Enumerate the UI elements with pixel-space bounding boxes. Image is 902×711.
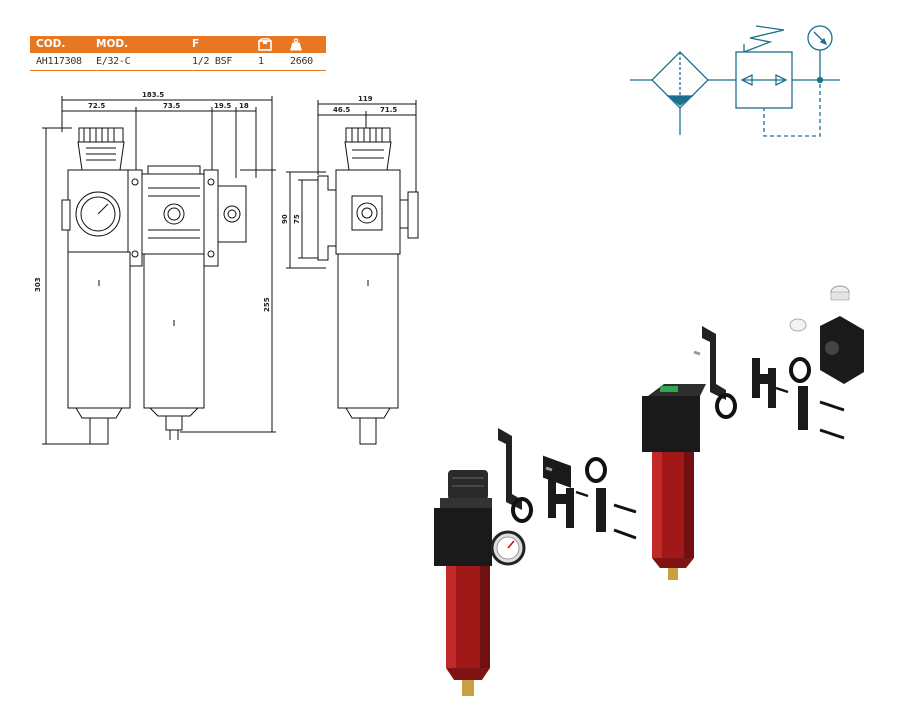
spec-table-row: AH117308 E/32-C 1/2 BSF 1 2660 (30, 53, 326, 71)
dim-overall-width: 183.5 (142, 91, 164, 99)
end-port-block (789, 285, 864, 384)
cell-thread: 1/2 BSF (192, 56, 233, 67)
header-model: MOD. (96, 38, 129, 50)
cell-quantity: 1 (258, 56, 264, 67)
dim-right-height: 255 (263, 297, 271, 312)
dim-side-left: 46.5 (333, 106, 350, 114)
header-thread: F (192, 38, 200, 50)
dim-bracket-height: 90 (281, 214, 289, 224)
connector-kit-left (498, 428, 637, 540)
connector-kit-right (693, 326, 845, 440)
cell-model: E/32-C (96, 56, 131, 67)
dim-total-height: 303 (34, 277, 42, 292)
cell-weight: 2660 (290, 56, 313, 67)
dim-mid-width: 73.5 (163, 102, 180, 110)
dim-left-width: 72.5 (88, 102, 105, 110)
header-code: COD. (36, 38, 66, 50)
filter-unit (642, 384, 706, 580)
filter-regulator-symbol (630, 25, 840, 137)
regulator-unit (434, 470, 526, 696)
package-quantity-icon (258, 38, 272, 56)
dim-bracket-inner: 75 (293, 214, 301, 224)
dim-right-b: 18 (239, 102, 249, 110)
side-view-drawing (286, 100, 419, 445)
spec-table-header: COD. MOD. F (30, 36, 326, 53)
front-view-drawing (42, 96, 276, 445)
dim-side-width: 119 (358, 95, 373, 103)
dim-right-a: 19.5 (214, 102, 231, 110)
exploded-assembly-illustration (434, 285, 864, 696)
weight-icon (289, 38, 303, 56)
spec-table: COD. MOD. F AH117308 E/32-C 1/2 BSF 1 26… (30, 36, 326, 71)
dim-side-right: 71.5 (380, 106, 397, 114)
cell-code: AH117308 (36, 56, 82, 67)
